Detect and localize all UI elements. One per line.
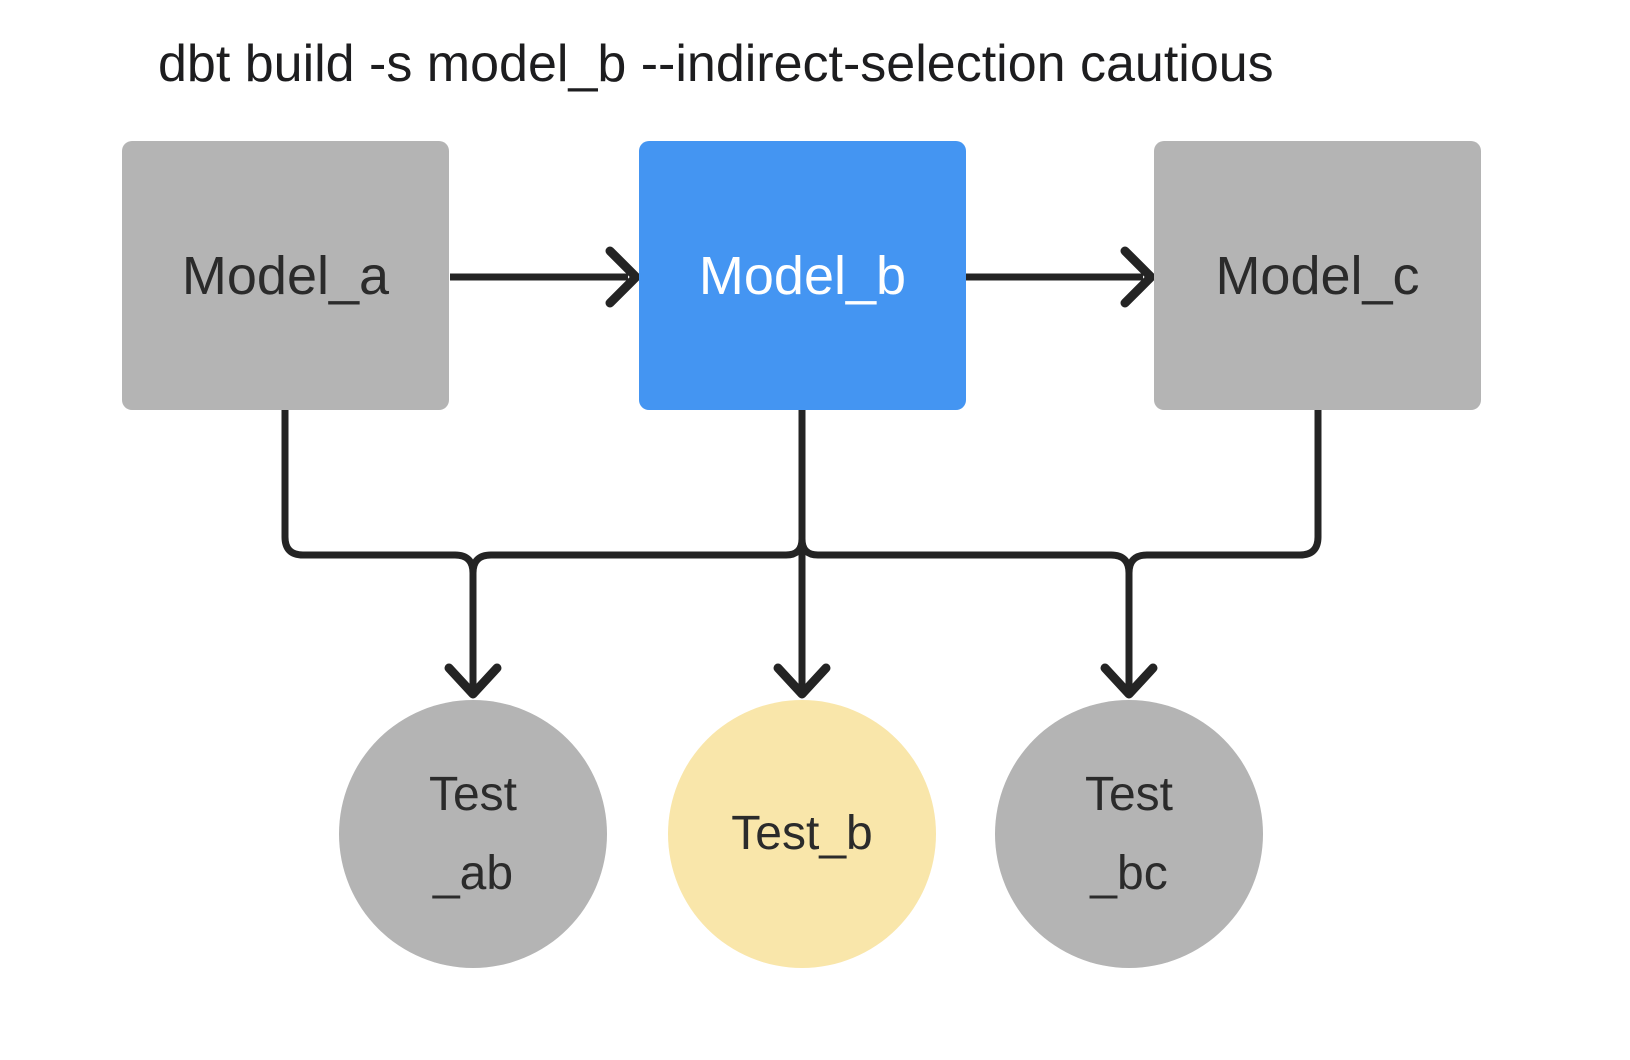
edge-bus-test-ab-to-model-b (469, 538, 806, 574)
node-model-c: Model_c (1154, 141, 1481, 410)
arrowhead-into-test-bc-icon (1100, 663, 1158, 699)
edge-model-c-to-test-bc (1125, 410, 1322, 574)
node-test-b-label: Test_b (731, 807, 873, 861)
node-model-b-label: Model_b (698, 245, 907, 306)
node-test-bc-label: Test _bc (1084, 767, 1174, 900)
edge-model-a-to-test-ab (281, 410, 477, 689)
node-test-bc: Test _bc (995, 700, 1263, 968)
node-test-ab-label: Test _ab (428, 767, 518, 900)
arrowhead-into-model-c-icon (1120, 246, 1156, 308)
arrowhead-into-model-b-icon (605, 246, 641, 308)
diagram-title: dbt build -s model_b --indirect-selectio… (158, 35, 1274, 93)
arrowhead-into-test-b-icon (773, 663, 831, 699)
node-model-a: Model_a (122, 141, 449, 410)
edge-bus-model-b-to-test-bc (798, 538, 1133, 689)
node-model-a-label: Model_a (181, 245, 390, 306)
node-test-ab: Test _ab (339, 700, 607, 968)
arrowhead-into-test-ab-icon (444, 663, 502, 699)
node-test-b: Test_b (668, 700, 936, 968)
node-model-c-label: Model_c (1215, 245, 1420, 306)
node-model-b: Model_b (639, 141, 966, 410)
